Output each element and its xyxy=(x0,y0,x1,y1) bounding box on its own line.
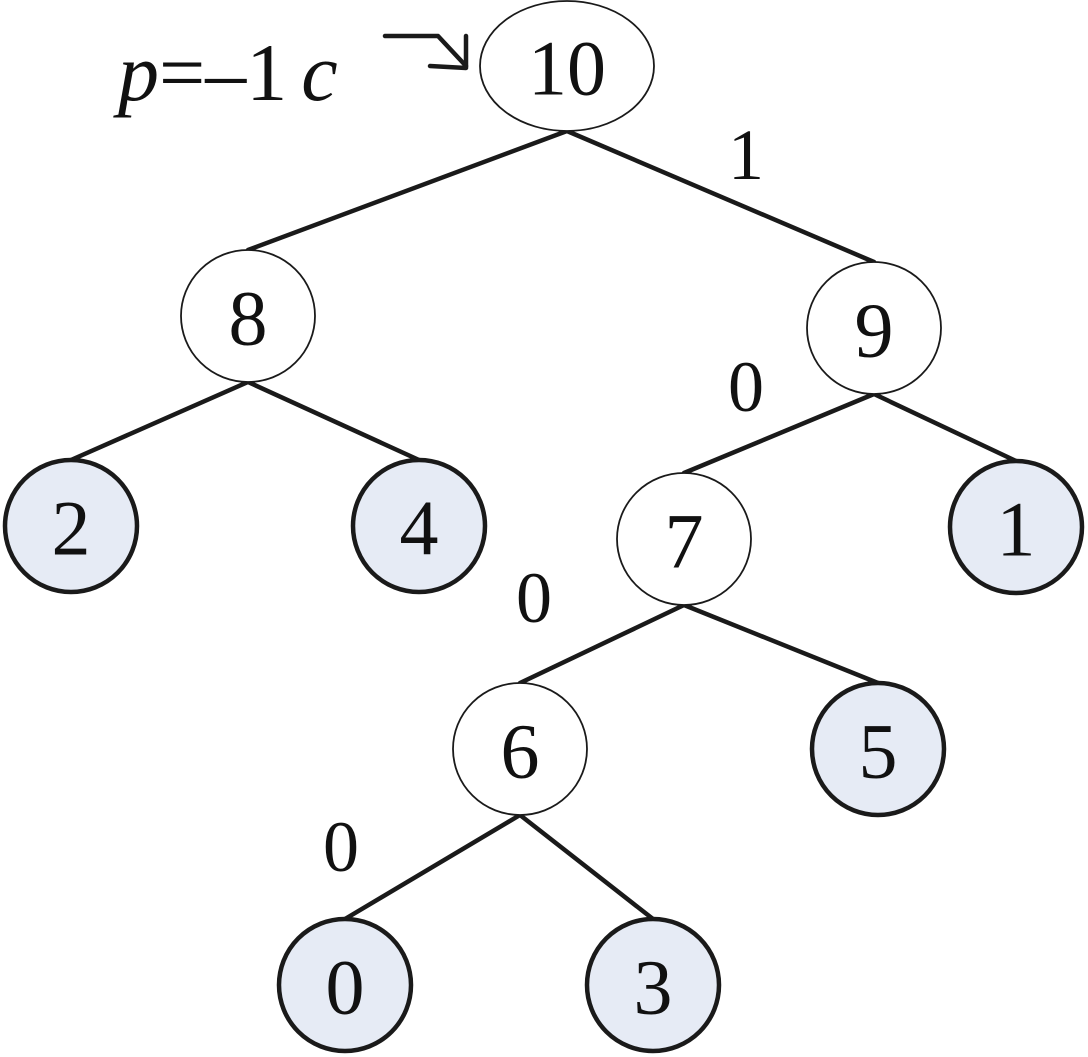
edge-n6-n3 xyxy=(517,812,656,922)
node-label: 3 xyxy=(634,944,673,1031)
node-2: 2 xyxy=(2,457,140,595)
internal-node-circle xyxy=(180,249,316,383)
node-3: 3 xyxy=(584,916,722,1054)
leaf-node-circle xyxy=(809,680,947,818)
edge-n7-n6 xyxy=(517,602,687,686)
node-label: 0 xyxy=(326,944,365,1031)
edge-n10-n9 xyxy=(564,128,877,265)
node-label: 9 xyxy=(855,287,894,374)
internal-node-circle xyxy=(806,261,942,395)
node-9: 9 xyxy=(806,261,942,395)
edge-n10-n8 xyxy=(245,128,570,253)
node-label: 8 xyxy=(229,275,268,362)
internal-node-circle xyxy=(479,0,655,132)
annotation-c: c xyxy=(301,27,337,118)
node-label: 10 xyxy=(528,25,606,112)
node-label: 5 xyxy=(859,708,898,795)
edge-labels-layer: 1 0 0 0 xyxy=(323,115,764,887)
edge-n8-n2 xyxy=(68,379,251,463)
node-label: 7 xyxy=(665,498,704,585)
leaf-node-circle xyxy=(276,916,414,1054)
root-pointer-arrow-icon xyxy=(382,33,469,69)
edge-label-n7-n6: 0 xyxy=(516,558,552,638)
edge-n8-n4 xyxy=(245,379,422,463)
node-6: 6 xyxy=(452,682,588,816)
node-4: 4 xyxy=(350,457,488,595)
annotation-p: p xyxy=(113,27,159,118)
node-5: 5 xyxy=(809,680,947,818)
edge-n9-n7 xyxy=(681,391,877,476)
edge-n6-n0 xyxy=(342,812,523,922)
internal-node-circle xyxy=(452,682,588,816)
node-10: 10 xyxy=(479,0,655,132)
node-8: 8 xyxy=(180,249,316,383)
edge-label-n9-n7: 0 xyxy=(728,347,764,427)
leaf-node-circle xyxy=(350,457,488,595)
node-label: 4 xyxy=(400,485,439,572)
leaf-node-circle xyxy=(947,458,1085,596)
edge-label-n6-n0: 0 xyxy=(323,807,359,887)
edge-n7-n5 xyxy=(681,602,881,686)
annotation-eq: =–1 xyxy=(159,27,287,118)
node-label: 2 xyxy=(52,485,91,572)
leaf-node-circle xyxy=(2,457,140,595)
edge-label-n10-n9: 1 xyxy=(728,115,764,195)
node-label: 1 xyxy=(997,486,1036,573)
node-0: 0 xyxy=(276,916,414,1054)
node-1: 1 xyxy=(947,458,1085,596)
node-label: 6 xyxy=(501,708,540,795)
node-7: 7 xyxy=(616,472,752,606)
edges-layer xyxy=(68,128,1019,922)
leaf-node-circle xyxy=(584,916,722,1054)
edge-n9-n1 xyxy=(871,391,1019,464)
arrowhead-icon xyxy=(427,33,469,71)
internal-node-circle xyxy=(616,472,752,606)
